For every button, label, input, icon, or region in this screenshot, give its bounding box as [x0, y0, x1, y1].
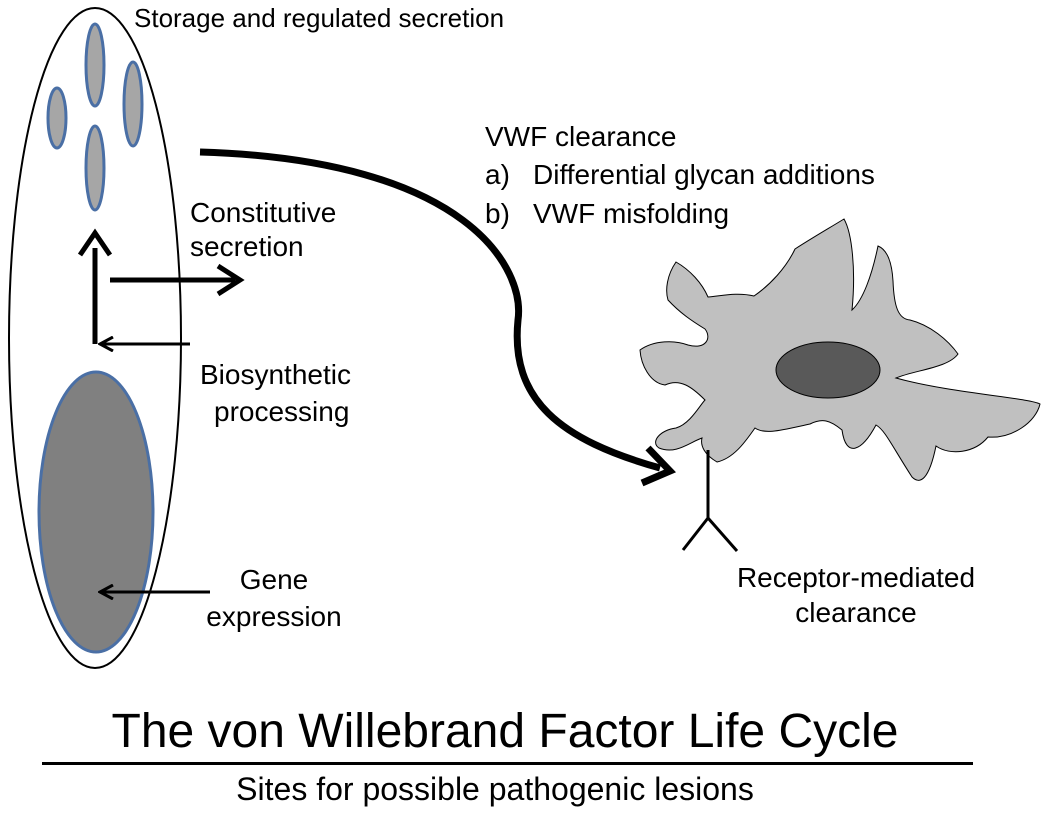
title-underline — [42, 762, 973, 765]
diagram-subtitle: Sites for possible pathogenic lesions — [236, 771, 754, 807]
gene-label-line2: expression — [206, 601, 342, 632]
macrophage-nucleus — [775, 341, 881, 399]
biosynthetic-label-line1: Biosynthetic — [200, 359, 351, 390]
storage-label: Storage and regulated secretion — [134, 3, 505, 33]
receptor-arm-right — [706, 517, 739, 552]
clearance-item-b-marker: b) — [485, 198, 510, 229]
constitutive-label-line2: secretion — [190, 231, 304, 262]
clearance-item-b-text: VWF misfolding — [533, 198, 730, 229]
clearance-heading: VWF clearance — [485, 121, 677, 152]
cell-nucleus — [37, 370, 155, 654]
storage-granule — [46, 86, 68, 150]
up-arrowhead — [77, 228, 113, 257]
diagram-title: The von Willebrand Factor Life Cycle — [111, 705, 899, 758]
biosynthetic-label-line2: processing — [214, 396, 350, 427]
clearance-curve-arrow — [199, 148, 661, 472]
storage-granule — [122, 60, 144, 148]
storage-granule — [84, 22, 106, 108]
clearance-arrowhead — [640, 445, 677, 487]
constitutive-arrowhead — [216, 263, 245, 297]
constitutive-label-line1: Constitutive — [190, 197, 337, 228]
receptor-label-line1: Receptor-mediated — [736, 562, 976, 593]
receptor-arm-left — [681, 517, 710, 551]
storage-granule — [84, 124, 106, 212]
gene-label-line1: Gene — [239, 564, 309, 595]
clearance-item-a-marker: a) — [485, 159, 510, 190]
clearance-item-a-text: Differential glycan additions — [533, 159, 875, 190]
receptor-label-line2: clearance — [795, 597, 917, 628]
